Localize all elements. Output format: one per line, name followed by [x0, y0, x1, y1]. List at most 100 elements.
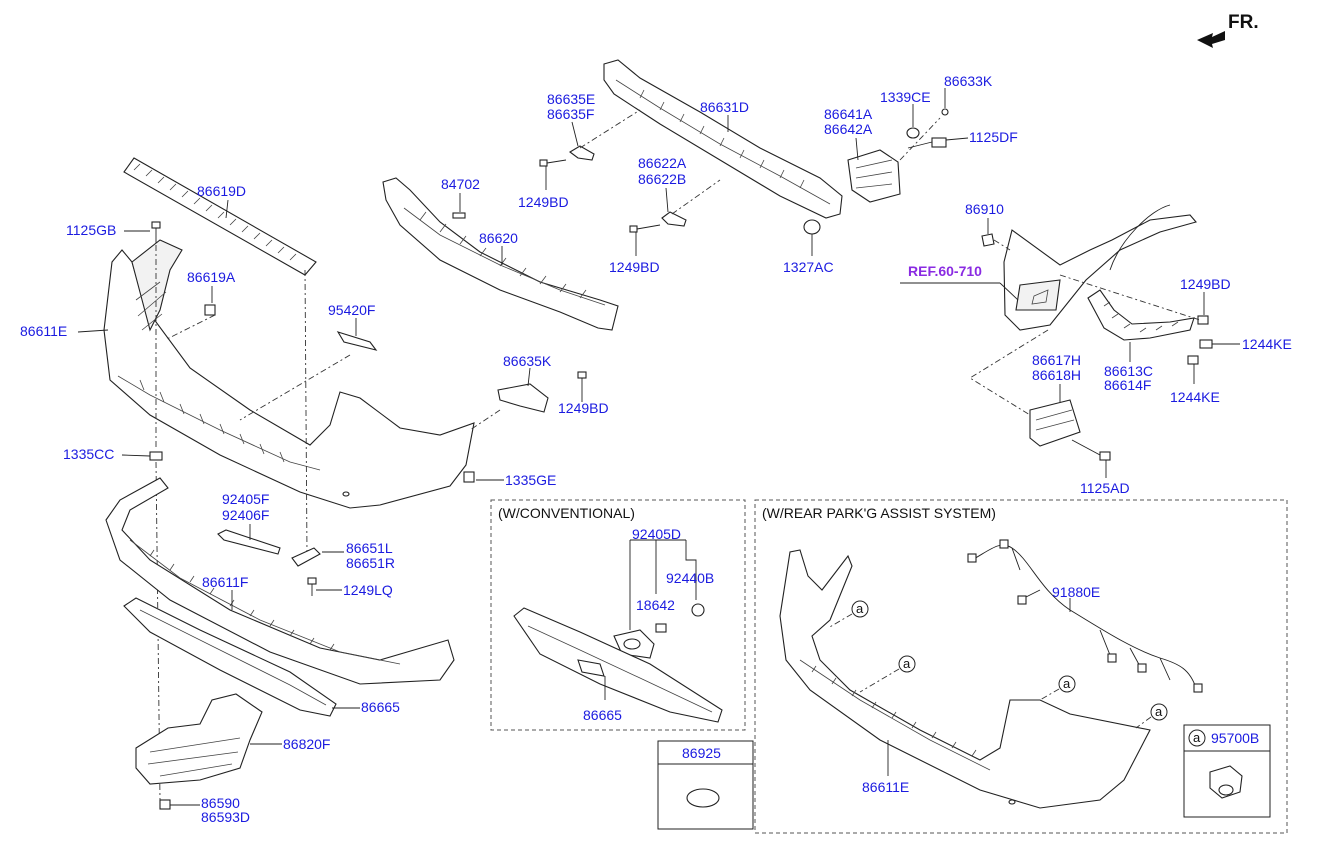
label-86611F[interactable]: 86611F [202, 574, 248, 590]
label-1125DF[interactable]: 1125DF [969, 129, 1018, 145]
leader-86619D [225, 199, 229, 219]
callout-a-3: a [1039, 675, 1076, 701]
label-86925[interactable]: 86925 [682, 745, 721, 761]
label-86633K[interactable]: 86633K [944, 73, 993, 89]
callout-a-2: a [859, 655, 916, 693]
label-92406F[interactable]: 92406F [222, 507, 269, 523]
parking-sensor-95700B [1209, 765, 1243, 799]
bracket-86622A [661, 211, 687, 227]
label-86590[interactable]: 86590 [201, 795, 240, 811]
label-86620[interactable]: 86620 [479, 230, 518, 246]
leader-86622A [665, 187, 669, 213]
label-86613C[interactable]: 86613C [1104, 363, 1153, 379]
lamp-92405D [613, 629, 655, 659]
label-86642A[interactable]: 86642A [824, 121, 873, 137]
nut-1327AC [803, 219, 821, 235]
label-86665-a[interactable]: 86665 [361, 699, 400, 715]
label-1339CE[interactable]: 1339CE [880, 89, 931, 105]
bolt-1244KE-b [1187, 355, 1199, 365]
label-1244KE-b[interactable]: 1244KE [1170, 389, 1220, 405]
label-plate-86619A [204, 304, 216, 316]
clip-86910 [981, 233, 995, 247]
assembly-line [1059, 274, 1201, 321]
svg-text:a: a [1193, 730, 1201, 745]
label-86622A[interactable]: 86622A [638, 155, 687, 171]
label-86614F[interactable]: 86614F [1104, 377, 1151, 393]
rear-bumper-cover-park-assist [779, 549, 1151, 809]
label-86622B[interactable]: 86622B [638, 171, 686, 187]
callout-a-4: a [1135, 703, 1168, 729]
bracket-86635E [569, 145, 595, 161]
label-86651R[interactable]: 86651R [346, 555, 395, 571]
conventional-box [490, 499, 746, 731]
label-86820F[interactable]: 86820F [283, 736, 330, 752]
assembly-line [239, 354, 351, 421]
leader-ref-arrow [999, 282, 1019, 301]
label-86641A[interactable]: 86641A [824, 106, 873, 122]
conventional-box-title: (W/CONVENTIONAL) [498, 505, 635, 521]
ref-link[interactable]: REF.60-710 [908, 263, 982, 279]
label-86665-b[interactable]: 86665 [583, 707, 622, 723]
assembly-line [579, 109, 641, 149]
assembly-line [899, 117, 941, 161]
label-86651L[interactable]: 86651L [346, 540, 393, 556]
label-1249BD-c[interactable]: 1249BD [1180, 276, 1231, 292]
label-86635F[interactable]: 86635F [547, 106, 594, 122]
label-1335CC[interactable]: 1335CC [63, 446, 114, 462]
label-91880E[interactable]: 91880E [1052, 584, 1100, 600]
label-1249LQ[interactable]: 1249LQ [343, 582, 393, 598]
bolt-1125DF [907, 137, 947, 149]
sensor-95420F [336, 331, 378, 351]
label-1244KE-a[interactable]: 1244KE [1242, 336, 1292, 352]
label-92440B[interactable]: 92440B [666, 570, 714, 586]
rear-bumper-cover-part [103, 239, 475, 509]
bolt-1125AD [1071, 439, 1111, 461]
label-1249BD-d[interactable]: 1249BD [558, 400, 609, 416]
bracket-86635K [497, 383, 549, 413]
label-86611E-b[interactable]: 86611E [862, 779, 909, 795]
leader-1335CC [121, 454, 151, 457]
label-84702[interactable]: 84702 [441, 176, 480, 192]
bolt-1249LQ [307, 577, 317, 596]
part-86925-box [657, 740, 754, 830]
assembly-line [164, 314, 216, 341]
park-assist-box-title: (W/REAR PARK'G ASSIST SYSTEM) [762, 505, 996, 521]
bracket-86641A [847, 149, 901, 203]
label-1249BD-a[interactable]: 1249BD [518, 194, 569, 210]
label-86611E[interactable]: 86611E [20, 323, 67, 339]
assembly-line [993, 239, 1011, 251]
svg-text:a: a [1155, 704, 1163, 719]
bracket-86651L [291, 547, 321, 567]
label-86619D[interactable]: 86619D [197, 183, 246, 199]
label-92405F[interactable]: 92405F [222, 491, 269, 507]
assembly-line [671, 179, 721, 215]
label-1327AC[interactable]: 1327AC [783, 259, 834, 275]
front-direction-label: FR. [1228, 12, 1259, 33]
label-86593D[interactable]: 86593D [201, 809, 250, 825]
leader-86641A [855, 137, 859, 161]
label-86910[interactable]: 86910 [965, 201, 1004, 217]
label-86635E[interactable]: 86635E [547, 91, 595, 107]
label-95700B[interactable]: 95700B [1211, 730, 1259, 746]
label-92405D[interactable]: 92405D [632, 526, 681, 542]
label-1125GB[interactable]: 1125GB [66, 222, 116, 238]
pad-84702 [452, 212, 466, 219]
label-86618H[interactable]: 86618H [1032, 367, 1081, 383]
label-1335GE[interactable]: 1335GE [505, 472, 556, 488]
callout-a-key: a [1188, 729, 1206, 747]
bumper-step-pad-part [123, 157, 317, 276]
label-18642[interactable]: 18642 [636, 597, 675, 613]
label-86619A[interactable]: 86619A [187, 269, 236, 285]
label-86631D[interactable]: 86631D [700, 99, 749, 115]
assembly-line [304, 269, 308, 556]
quarter-panel-ref [1003, 204, 1197, 331]
label-86617H[interactable]: 86617H [1032, 352, 1081, 368]
clip-1335CC [149, 451, 163, 461]
label-1125AD[interactable]: 1125AD [1080, 480, 1130, 496]
label-95420F[interactable]: 95420F [328, 302, 375, 318]
leader-86635E [571, 121, 579, 147]
label-1249BD-b[interactable]: 1249BD [609, 259, 660, 275]
bolt-1244KE-a [1199, 339, 1213, 349]
label-86635K[interactable]: 86635K [503, 353, 552, 369]
